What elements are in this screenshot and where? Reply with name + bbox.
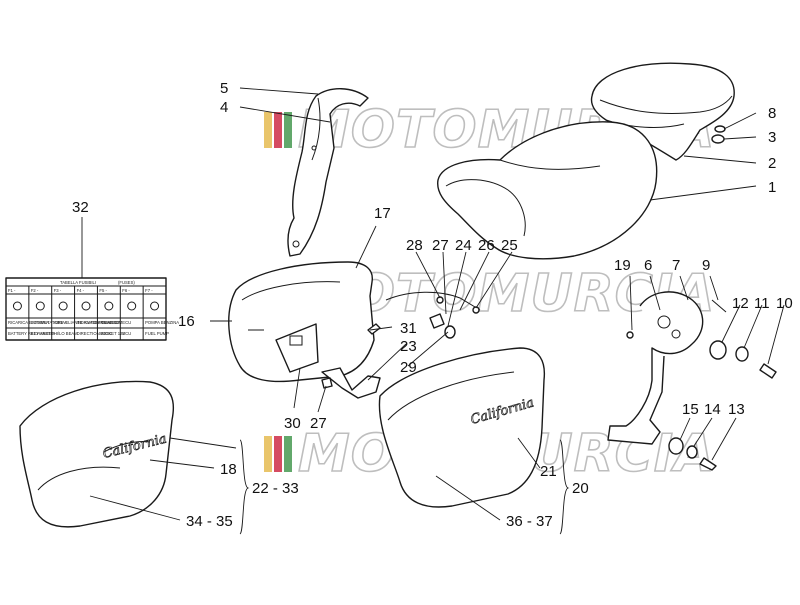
- fuse-rating: F4 -: [77, 288, 85, 293]
- fuse-circuit-en: BATTERY RECHARGER: [8, 331, 55, 336]
- fuse-rating: F6 -: [122, 288, 130, 293]
- callout-22-33: 22 - 33: [252, 480, 299, 497]
- fuse-symbol-icon: [12, 301, 22, 311]
- callout-19: 19: [614, 257, 631, 274]
- callout-32: 32: [72, 199, 89, 216]
- leader-lines: [81, 87, 785, 535]
- fuse-symbol-icon: [104, 301, 114, 311]
- callout-9: 9: [702, 257, 710, 274]
- callout-34-35: 34 - 35: [186, 513, 233, 530]
- callout-4: 4: [220, 99, 228, 116]
- left-side-cover: California: [19, 380, 175, 528]
- watermark-flag-icon: [264, 112, 292, 148]
- callout-1: 1: [768, 179, 776, 196]
- callout-10: 10: [776, 295, 793, 312]
- fuse-rating: F1 -: [8, 288, 16, 293]
- callout-3: 3: [768, 129, 776, 146]
- callout-28: 28: [406, 237, 423, 254]
- callout-31: 31: [400, 320, 417, 337]
- fuse-rating: F2 -: [31, 288, 39, 293]
- fuse-symbol-icon: [150, 301, 160, 311]
- fuse-table-label: TABELLA FUSIBILI (FUSES) F1 -RICARICA BA…: [5, 277, 179, 341]
- fuse-circuit-en: SOCKET 12V: [99, 331, 125, 336]
- spacer-12: [709, 340, 727, 360]
- fuse-symbol-icon: [35, 301, 45, 311]
- fuse-table-title-en: (FUSES): [118, 280, 135, 285]
- clamp-plate: [321, 367, 381, 399]
- callout-11: 11: [754, 295, 770, 312]
- callout-25: 25: [501, 237, 518, 254]
- callout-23: 23: [400, 338, 417, 355]
- right-side-cover: California: [378, 347, 546, 508]
- callout-2: 2: [768, 155, 776, 172]
- fuse-rating: F5 -: [99, 288, 107, 293]
- fuse-circuit-it: COMMUTATORE A: [31, 320, 67, 325]
- callout-27: 27: [432, 237, 449, 254]
- fuse-circuit-en: FUEL PUMP: [145, 331, 169, 336]
- washer-part-8: [714, 125, 726, 133]
- callout-labels: 5 4 8 3 2 1 32 17 28 27 24 26 25 19 6 7 …: [72, 80, 793, 530]
- bolt-10: [759, 363, 777, 379]
- callout-7: 7: [672, 257, 680, 274]
- callout-18: 18: [220, 461, 237, 478]
- fuse-rating: F7 -: [145, 288, 153, 293]
- fuse-circuit-it: PRESA 12V: [99, 320, 122, 325]
- callout-36-37: 36 - 37: [506, 513, 553, 530]
- nut-part-3: [711, 134, 725, 144]
- fuse-symbol-icon: [127, 301, 137, 311]
- callout-21: 21: [540, 463, 557, 480]
- fuse-circuit-it: ECU: [122, 320, 131, 325]
- callout-5: 5: [220, 80, 228, 97]
- fuse-table-title: TABELLA FUSIBILI: [60, 280, 96, 285]
- callout-12: 12: [732, 295, 749, 312]
- fuse-circuit-it: ABBAGLIANTE ANABBAGLIANTE: [54, 320, 119, 325]
- callout-14: 14: [704, 401, 721, 418]
- fuse-symbol-icon: [58, 301, 68, 311]
- washer-11: [735, 346, 749, 362]
- callout-16: 16: [178, 313, 195, 330]
- watermark-flag-icon: [264, 436, 292, 472]
- callout-30: 30: [284, 415, 301, 432]
- fuse-circuit-en: DIRECTION INDIC.: [77, 331, 114, 336]
- fuse-circuit-en: KEY SWITCH: [31, 331, 57, 336]
- main-seat: [437, 121, 658, 260]
- callout-29: 29: [400, 359, 417, 376]
- fuse-circuit-it: INDICATORI CLACSON: [77, 320, 122, 325]
- callout-6: 6: [644, 257, 652, 274]
- fuse-circuit-it: POMPA BENZINA: [145, 320, 179, 325]
- callout-8: 8: [768, 105, 776, 122]
- upper-side-bracket: [287, 88, 369, 257]
- hardware-cluster: [321, 291, 481, 389]
- bolt-13: [699, 457, 717, 471]
- spacer-15: [668, 437, 684, 455]
- callout-27b: 27: [310, 415, 327, 432]
- fuse-circuit-en: ECU: [122, 331, 131, 336]
- fuse-circuit-en: HI/LO BEAM: [54, 331, 78, 336]
- fuse-symbol-icon: [81, 301, 91, 311]
- washer-14: [686, 445, 698, 459]
- rear-passenger-seat: [590, 62, 735, 161]
- fuse-rating: F3 -: [54, 288, 62, 293]
- callout-13: 13: [728, 401, 745, 418]
- rear-frame-bracket: [607, 291, 727, 445]
- callout-15: 15: [682, 401, 699, 418]
- callout-24: 24: [455, 237, 472, 254]
- callout-17: 17: [374, 205, 391, 222]
- battery-cover: [228, 261, 375, 383]
- callout-20: 20: [572, 480, 589, 497]
- callout-26: 26: [478, 237, 495, 254]
